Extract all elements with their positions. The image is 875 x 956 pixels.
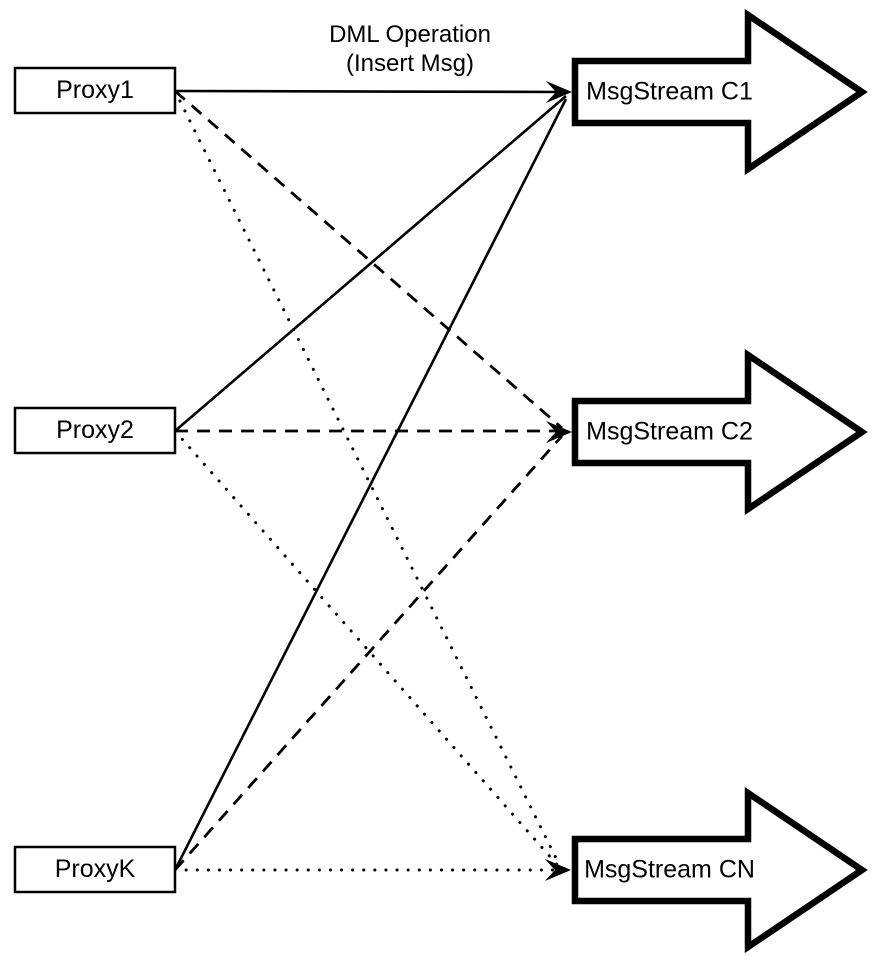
link-proxy1-msgstream-c2[interactable] [174, 89, 563, 430]
arrowhead-icon-msgstream-c2 [546, 421, 572, 443]
link-proxy2-msgstream-c1[interactable] [174, 95, 567, 432]
proxy2-box[interactable] [13, 406, 177, 455]
link-proxyk-msgstream-c2[interactable] [173, 435, 564, 871]
msgstream-c1-arrow-shape[interactable] [571, 8, 868, 176]
node-msgstream-c1[interactable]: MsgStream C1 [571, 8, 868, 176]
proxies-layer: Proxy1 Proxy2 ProxyK [13, 66, 177, 894]
node-proxy1[interactable]: Proxy1 [13, 66, 177, 115]
proxyk-label: ProxyK [55, 855, 136, 883]
msgstream-cn-label: MsgStream CN [584, 856, 755, 884]
node-proxy2[interactable]: Proxy2 [13, 406, 177, 455]
dml-operation-annotation-line2: (Insert Msg) [346, 50, 474, 77]
links-layer [173, 89, 568, 872]
msgstream-c1-label: MsgStream C1 [586, 78, 753, 106]
msgstream-c2-label: MsgStream C2 [586, 418, 753, 446]
node-msgstream-cn[interactable]: MsgStream CN [571, 786, 868, 954]
link-proxy2-msgstream-cn[interactable] [173, 429, 562, 870]
proxyk-box[interactable] [13, 845, 177, 894]
proxy1-box[interactable] [13, 66, 177, 115]
node-proxyk[interactable]: ProxyK [13, 845, 177, 894]
link-proxy1-msgstream-cn[interactable] [173, 89, 562, 868]
link-proxy1-msgstream-c1[interactable] [174, 89, 567, 94]
dml-operation-annotation-line1: DML Operation [329, 21, 491, 48]
proxy2-label: Proxy2 [56, 416, 134, 444]
link-proxyk-msgstream-c1[interactable] [173, 98, 568, 871]
msgstream-cn-arrow-shape[interactable] [571, 786, 868, 954]
msgstream-c2-arrow-shape[interactable] [571, 348, 868, 516]
arrowhead-icon-msgstream-c1 [546, 81, 572, 103]
streams-layer: MsgStream C1 MsgStream C2 MsgStream CN [571, 8, 868, 954]
annotations-layer: DML Operation (Insert Msg) [329, 21, 491, 77]
arrowhead-icon-msgstream-cn [545, 859, 571, 881]
arrowheads-layer [545, 81, 572, 881]
proxy1-label: Proxy1 [56, 76, 134, 104]
node-msgstream-c2[interactable]: MsgStream C2 [571, 348, 868, 516]
